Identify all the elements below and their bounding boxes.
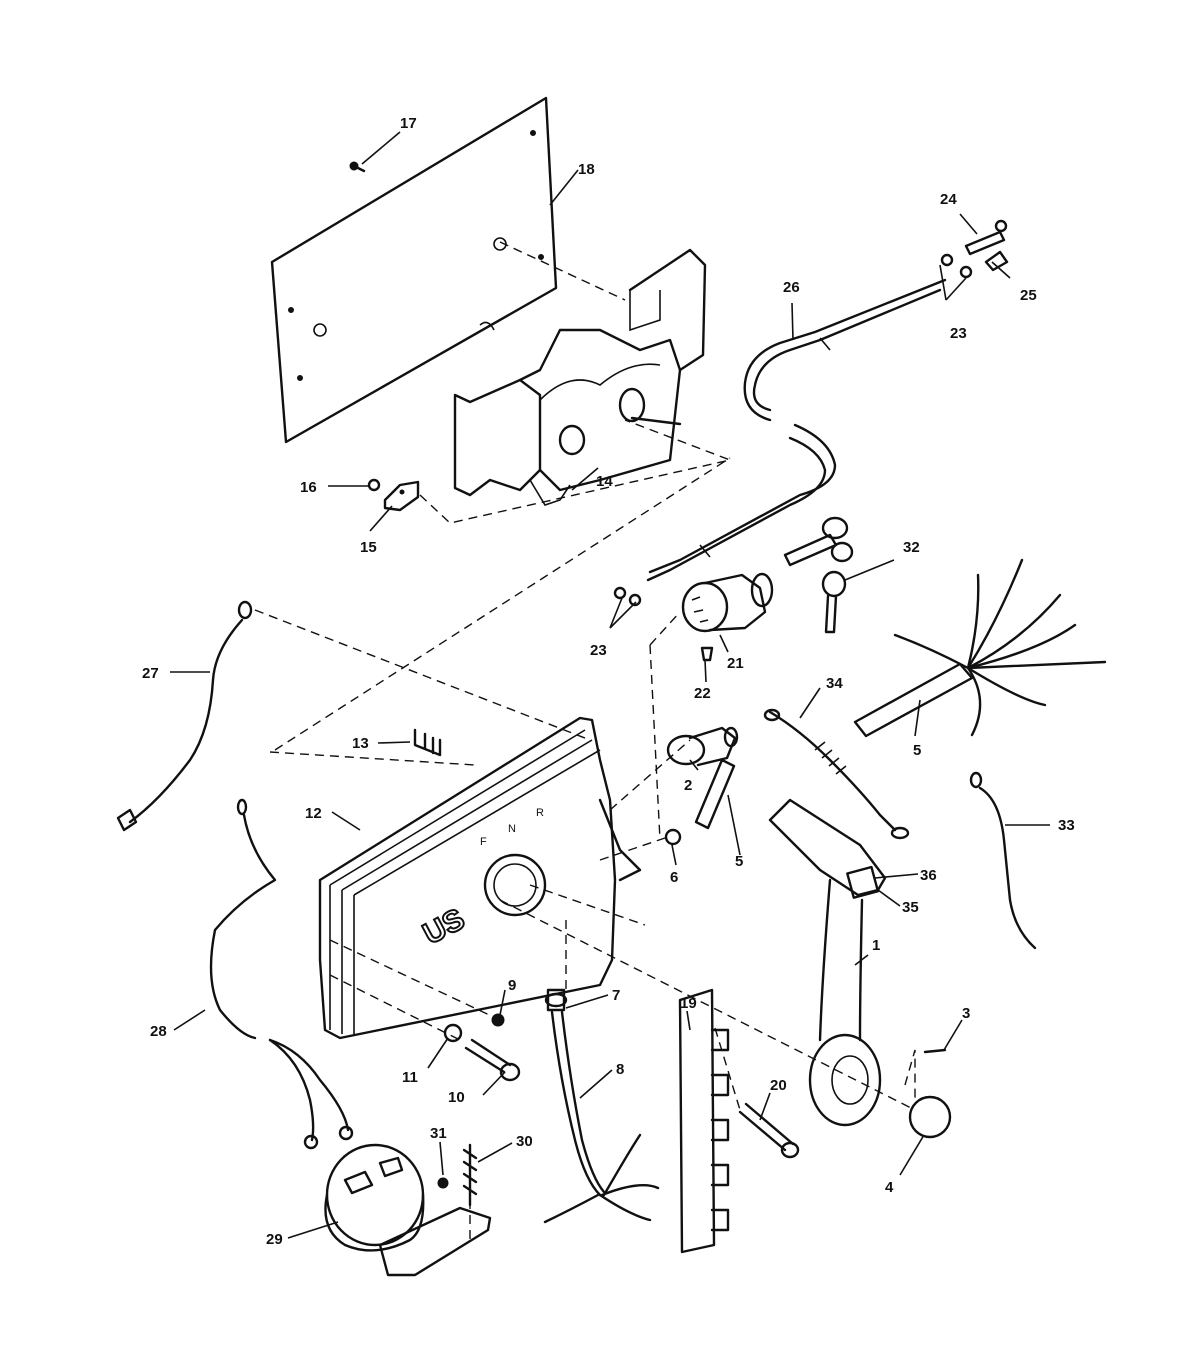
callout-13: 13 — [352, 735, 369, 752]
callout-8: 8 — [616, 1061, 624, 1078]
retainer-clip — [413, 728, 442, 757]
callout-labels: 1 2 3 4 5 5 6 7 8 9 10 11 12 13 14 15 16… — [142, 115, 1075, 1248]
callout-23-upper: 23 — [950, 325, 967, 342]
warning-horn — [324, 1143, 492, 1277]
cable-nut-lower — [613, 586, 642, 607]
wiring-harness — [853, 558, 1107, 738]
horn-nut — [437, 1177, 449, 1189]
housing-screw — [464, 1038, 521, 1082]
callout-19: 19 — [680, 995, 697, 1012]
power-lead — [209, 798, 354, 1150]
callout-33: 33 — [1058, 817, 1075, 834]
callout-6: 6 — [670, 869, 678, 886]
callout-11: 11 — [402, 1069, 418, 1086]
callout-leaders — [170, 131, 1050, 1239]
callout-14: 14 — [596, 473, 613, 490]
handle-knob — [908, 1095, 952, 1139]
callout-1: 1 — [872, 937, 880, 954]
plate-screw — [349, 161, 366, 173]
cable-nut-upper — [940, 253, 973, 279]
neutral-safety-switch — [666, 726, 739, 767]
spring-wire-lead — [763, 708, 910, 840]
shift-nut — [664, 828, 682, 846]
switch-nut — [700, 646, 714, 662]
control-mechanism — [453, 248, 707, 506]
callout-22: 22 — [694, 685, 711, 702]
callout-20: 20 — [770, 1077, 787, 1094]
horn-screw — [462, 1143, 478, 1207]
cable-end-cap — [984, 250, 1009, 272]
callout-7: 7 — [612, 987, 620, 1004]
control-cables — [646, 278, 947, 582]
callout-16: 16 — [300, 479, 317, 496]
mechanism-bracket — [383, 480, 420, 512]
callout-36: 36 — [920, 867, 937, 884]
callout-26: 26 — [783, 279, 800, 296]
callout-15: 15 — [360, 539, 377, 556]
ground-lead — [969, 771, 1037, 950]
callout-18: 18 — [578, 161, 595, 178]
callout-5-harness: 5 — [913, 742, 921, 759]
shift-mark-forward: F — [480, 836, 487, 848]
ignition-switch — [681, 572, 774, 633]
ground-wire — [116, 600, 253, 832]
callout-32: 32 — [903, 539, 920, 556]
callout-12: 12 — [305, 805, 322, 822]
callout-24: 24 — [940, 191, 957, 208]
callout-10: 10 — [448, 1089, 465, 1106]
callout-17: 17 — [400, 115, 417, 132]
callout-25: 25 — [1020, 287, 1037, 304]
trim-wire-harness — [543, 1010, 660, 1224]
housing-nut — [491, 1013, 505, 1027]
callout-5-sleeve: 5 — [735, 853, 743, 870]
callout-3: 3 — [962, 1005, 970, 1022]
callout-27: 27 — [142, 665, 159, 682]
mounting-plate — [270, 96, 558, 444]
callout-21: 21 — [727, 655, 744, 672]
control-housing: US F N R — [318, 716, 642, 1040]
callout-30: 30 — [516, 1133, 533, 1150]
callout-23-lower: 23 — [590, 642, 607, 659]
cable-end-fitting — [964, 219, 1008, 256]
callout-29: 29 — [266, 1231, 283, 1248]
callout-31: 31 — [430, 1125, 447, 1142]
bracket-nut — [367, 478, 381, 492]
shift-mark-neutral: N — [508, 823, 516, 835]
shift-mark-reverse: R — [536, 807, 544, 819]
callout-28: 28 — [150, 1023, 167, 1040]
callout-34: 34 — [826, 675, 843, 692]
control-handle — [768, 798, 887, 1127]
housing-brand-logo: US — [418, 902, 470, 951]
ignition-keys — [783, 516, 854, 634]
callout-35: 35 — [902, 899, 919, 916]
callout-2: 2 — [684, 777, 692, 794]
callout-4: 4 — [885, 1179, 894, 1196]
terminal-block — [678, 988, 730, 1254]
harness-grommet — [544, 988, 568, 1012]
handle-pin — [923, 1048, 947, 1054]
terminal-bolt — [738, 1102, 800, 1159]
wire-sleeve — [694, 758, 736, 830]
callout-9: 9 — [508, 977, 516, 994]
